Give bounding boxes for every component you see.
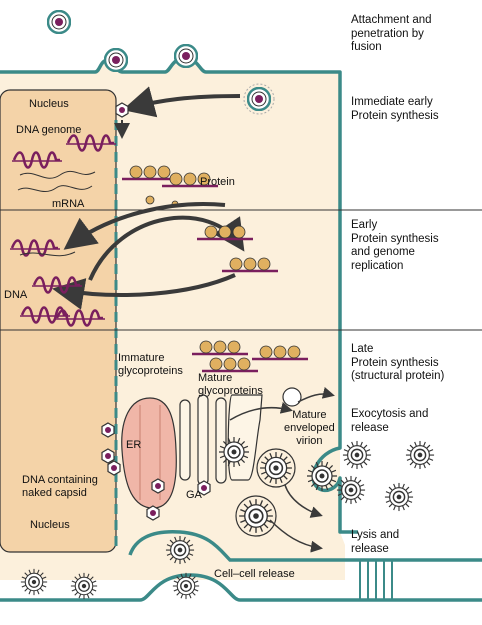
label-nucleus-top: Nucleus (29, 98, 69, 110)
capsid-cyto-2 (146, 505, 160, 521)
capsid-in-nucleus-2 (101, 448, 115, 464)
capsid-at-pore (115, 102, 129, 118)
label-er: ER (126, 439, 142, 451)
endoplasmic-reticulum (121, 397, 177, 509)
capsid-cyto-1 (151, 478, 165, 494)
virion-in-golgi (218, 436, 250, 468)
label-ga: GA (186, 489, 202, 501)
label-mrna: mRNA (52, 198, 85, 210)
label-dna: DNA (4, 289, 28, 301)
label-cell-cell-release: Cell–cell release (214, 568, 295, 580)
fusing-virion-1 (104, 48, 128, 72)
released-virions (336, 440, 435, 512)
exocytosing-virion (306, 460, 338, 492)
tight-junction (359, 560, 393, 600)
fusing-virion-2 (174, 44, 198, 68)
label-nucleus-bottom: Nucleus (30, 519, 70, 531)
entering-capsid (247, 87, 271, 111)
mature-virion-vesicle (259, 451, 293, 485)
capsid-in-nucleus-1 (101, 422, 115, 438)
capsid-at-pore-late (107, 460, 121, 476)
free-virion (47, 10, 71, 34)
label-dna-genome: DNA genome (16, 124, 82, 136)
virion-lysis (238, 498, 274, 534)
lower-cell-membrane (128, 530, 345, 562)
label-protein: Protein (200, 176, 235, 188)
